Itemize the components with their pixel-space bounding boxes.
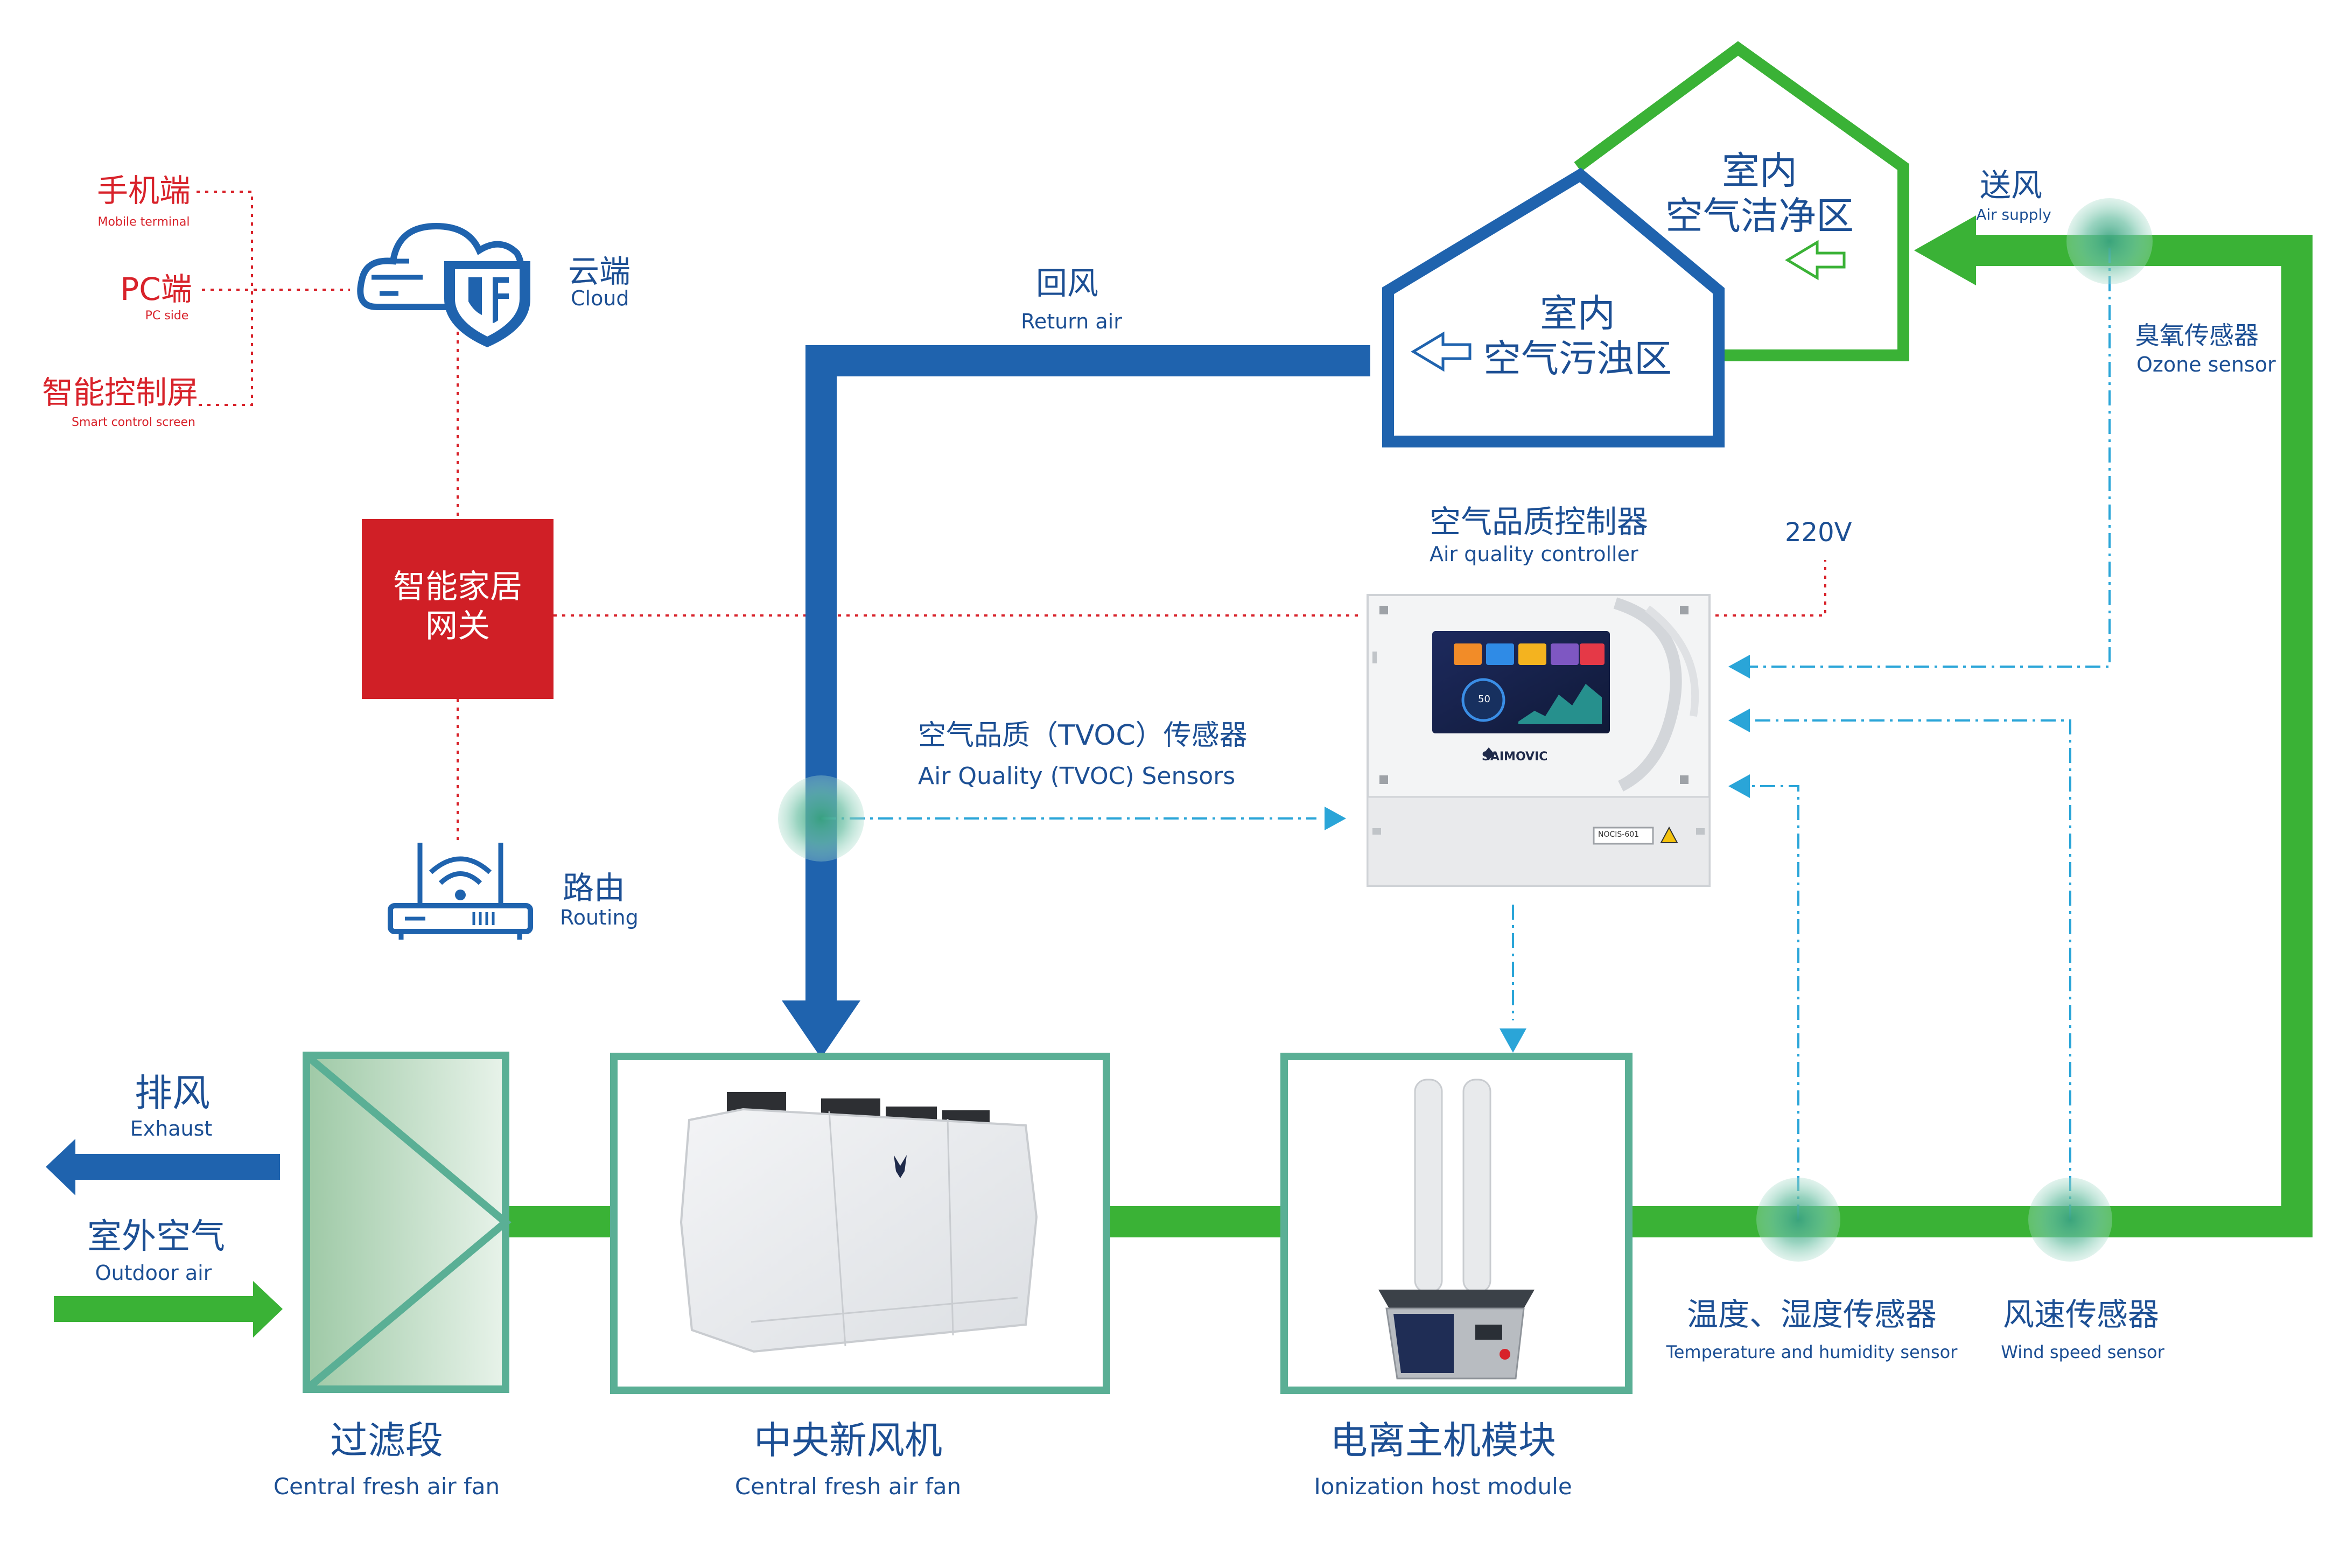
screen-gauge-value: 50 [1478, 694, 1490, 705]
router-label: 路由 [563, 870, 626, 906]
return-air-duct [782, 345, 1370, 1058]
fan-label: 中央新风机 [754, 1418, 942, 1462]
filter-label: 过滤段 [330, 1418, 443, 1462]
wind-speed-sublabel: Wind speed sensor [2001, 1342, 2164, 1362]
clean-zone-house [1574, 41, 1909, 361]
pc-side-sublabel: PC side [145, 309, 189, 323]
mobile-terminal-label: 手机端 [96, 172, 191, 209]
voltage-label: 220V [1785, 517, 1852, 548]
fan-unit [679, 1092, 1038, 1353]
polluted-zone-house [1382, 167, 1725, 447]
filter-sublabel: Central fresh air fan [273, 1473, 500, 1500]
return-air-sublabel: Return air [1021, 310, 1122, 333]
clean-zone-arrow-icon [1785, 240, 1846, 281]
temp-signal-line [1747, 785, 1799, 1220]
mobile-terminal-sublabel: Mobile terminal [97, 215, 190, 229]
smart-screen-sublabel: Smart control screen [72, 416, 195, 429]
outdoor-air-label: 室外空气 [87, 1217, 225, 1257]
ionizer-sublabel: Ionization host module [1314, 1473, 1572, 1500]
fan-box [610, 1053, 1110, 1394]
fan-sublabel: Central fresh air fan [734, 1473, 962, 1500]
sensor-signal-arrows [1325, 655, 1750, 1053]
return-air-arrowhead [782, 1000, 860, 1058]
wind-sensor-node [2028, 1178, 2112, 1262]
controller-label: 空气品质控制器 [1430, 503, 1649, 540]
screen-gauge [1461, 678, 1505, 722]
controller-sublabel: Air quality controller [1430, 542, 1638, 566]
polluted-zone-label: 室内 空气污浊区 [1483, 291, 1672, 381]
ozone-sensor-sublabel: Ozone sensor [2136, 353, 2276, 376]
wind-speed-label: 风速传感器 [2002, 1296, 2160, 1333]
screen-chart [1518, 684, 1602, 724]
cloud-label: 云端 [568, 253, 631, 290]
outdoor-air-arrow [54, 1281, 283, 1338]
air-quality-controller [1367, 594, 1711, 887]
ionizer-box [1280, 1053, 1633, 1394]
temp-humidity-label: 温度、湿度传感器 [1686, 1296, 1937, 1333]
wind-signal-line [1747, 719, 2071, 1220]
pc-side-label: PC端 [120, 271, 192, 307]
return-air-label: 回风 [1035, 265, 1099, 302]
tvoc-sensor-node [778, 775, 864, 862]
sensor-nodes [778, 198, 2153, 1262]
exhaust-label: 排风 [135, 1071, 210, 1115]
polluted-zone-arrow-icon [1411, 331, 1472, 372]
clean-zone-label: 室内 空气洁净区 [1665, 149, 1854, 238]
screen-tiles [1454, 643, 1605, 665]
smart-home-gateway: 智能家居 网关 [362, 519, 554, 699]
tvoc-sensor-label: 空气品质（TVOC）传感器 [918, 719, 1248, 752]
air-supply-label: 送风 [1979, 167, 2043, 204]
temp-sensor-node [1756, 1178, 1840, 1262]
link-controller-220v [1707, 560, 1826, 617]
exhaust-sublabel: Exhaust [130, 1117, 213, 1140]
cloud-sublabel: Cloud [571, 286, 629, 310]
air-supply-sublabel: Air supply [1976, 206, 2051, 223]
ozone-sensor-node [2066, 198, 2153, 284]
network-links [197, 191, 1826, 840]
controller-brand: SAIMOVIC [1482, 750, 1548, 764]
ionizer-unit [1378, 1079, 1535, 1380]
router-icon [388, 843, 533, 940]
ozone-signal-line [1747, 248, 2111, 668]
tvoc-sensor-sublabel: Air Quality (TVOC) Sensors [918, 762, 1236, 790]
sensor-signal-lines [821, 248, 2111, 1220]
gateway-label: 智能家居 网关 [393, 568, 522, 646]
controller-model: NOCIS-601 [1598, 830, 1640, 839]
link-mobile [197, 191, 253, 406]
smart-screen-label: 智能控制屏 [41, 374, 199, 411]
outdoor-air-sublabel: Outdoor air [95, 1261, 212, 1285]
cloud-shield-icon [357, 222, 530, 347]
router-sublabel: Routing [560, 906, 639, 929]
exhaust-arrow [46, 1139, 280, 1195]
ozone-sensor-label: 臭氧传感器 [2135, 321, 2259, 350]
ionizer-label: 电离主机模块 [1330, 1418, 1556, 1462]
filter-section [303, 1052, 512, 1393]
temp-humidity-sublabel: Temperature and humidity sensor [1666, 1342, 1958, 1362]
supply-air-arrowhead [1914, 215, 1976, 285]
